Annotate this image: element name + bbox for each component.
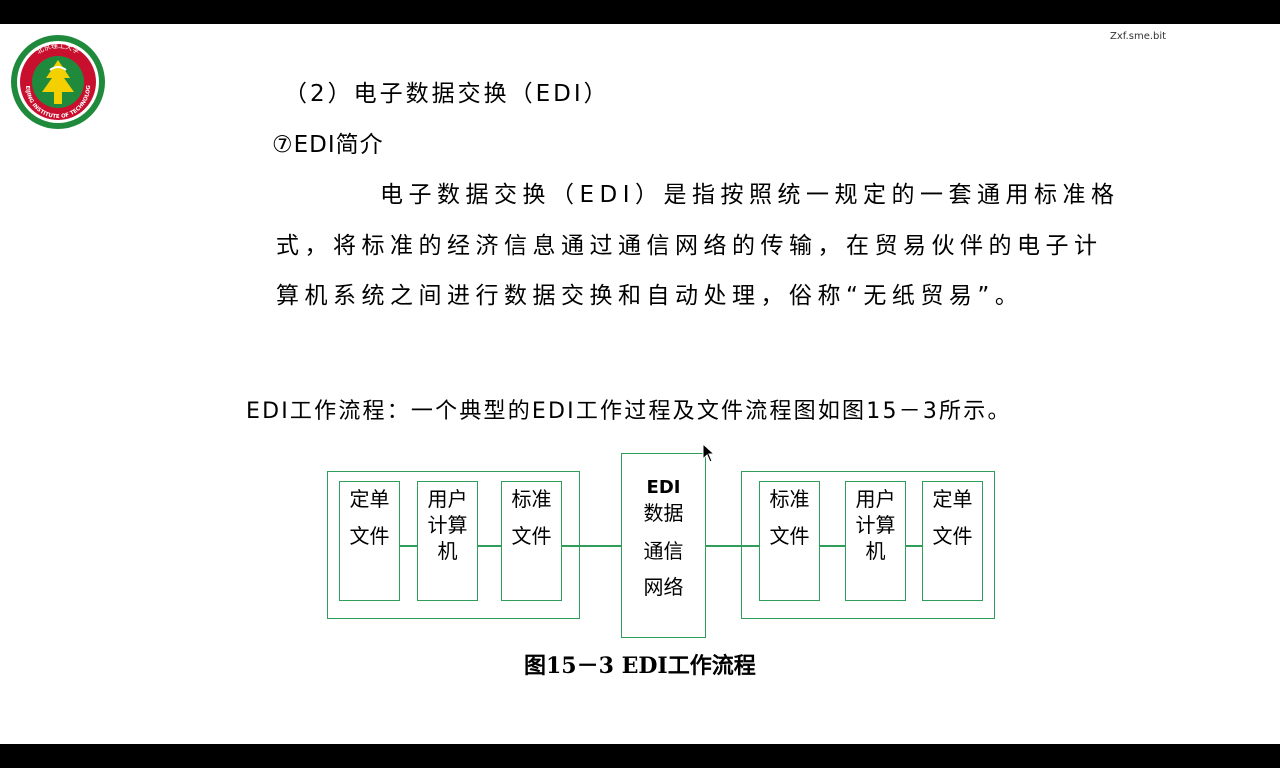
university-logo: 北京理工大学 BEIJING INSTITUTE OF TECHNOLOGY bbox=[10, 34, 105, 129]
slide-subheading: ⑦EDI简介 bbox=[272, 132, 384, 158]
cell-label: 计算 bbox=[427, 513, 468, 537]
connector-line bbox=[560, 545, 622, 547]
connector-line bbox=[398, 545, 418, 547]
cell-label: 标准 bbox=[769, 487, 810, 511]
mouse-cursor-icon bbox=[702, 443, 716, 463]
cell-label: 机 bbox=[865, 539, 886, 563]
figure-caption: 图15－3 EDI工作流程 bbox=[524, 653, 756, 679]
paragraph-line-3: 算机系统之间进行数据交换和自动处理，俗称“无纸贸易”。 bbox=[276, 283, 1024, 309]
connector-line bbox=[818, 545, 846, 547]
cell-label: 通信 bbox=[643, 539, 684, 563]
watermark: Zxf.sme.bit bbox=[1110, 31, 1167, 42]
cell-label: 文件 bbox=[511, 524, 552, 548]
cell-label: 定单 bbox=[932, 487, 973, 511]
cell-label: 文件 bbox=[769, 524, 810, 548]
sender-standard-file-box: 标准 文件 bbox=[501, 481, 562, 601]
cell-label: 网络 bbox=[643, 575, 684, 599]
receiver-group-frame bbox=[741, 471, 995, 619]
cell-label: EDI bbox=[646, 477, 681, 498]
sender-group-frame bbox=[327, 471, 580, 619]
connector-line bbox=[904, 545, 923, 547]
sender-user-computer-box: 用户 计算 机 bbox=[417, 481, 478, 601]
letterbox-bottom bbox=[0, 744, 1280, 768]
sender-order-file-box: 定单 文件 bbox=[339, 481, 400, 601]
connector-line bbox=[704, 545, 760, 547]
cell-label: 标准 bbox=[511, 487, 552, 511]
letterbox-top bbox=[0, 0, 1280, 24]
receiver-standard-file-box: 标准 文件 bbox=[759, 481, 820, 601]
slide-heading: （2）电子数据交换（EDI） bbox=[284, 81, 610, 107]
cell-label: 计算 bbox=[855, 513, 896, 537]
edi-network-box: EDI 数据 通信 网络 bbox=[621, 453, 706, 638]
paragraph-line-1: 电子数据交换（EDI）是指按照统一规定的一套通用标准格 bbox=[380, 182, 1120, 208]
cell-label: 文件 bbox=[349, 524, 390, 548]
cell-label: 数据 bbox=[643, 501, 684, 525]
flow-intro: EDI工作流程：一个典型的EDI工作过程及文件流程图如图15－3所示。 bbox=[246, 399, 1012, 424]
cell-label: 文件 bbox=[932, 524, 973, 548]
receiver-order-file-box: 定单 文件 bbox=[922, 481, 983, 601]
cell-label: 用户 bbox=[427, 487, 468, 511]
receiver-user-computer-box: 用户 计算 机 bbox=[845, 481, 906, 601]
cell-label: 机 bbox=[437, 539, 458, 563]
cell-label: 定单 bbox=[349, 487, 390, 511]
cell-label: 用户 bbox=[855, 487, 896, 511]
connector-line bbox=[476, 545, 502, 547]
paragraph-line-2: 式，将标准的经济信息通过通信网络的传输，在贸易伙伴的电子计 bbox=[276, 233, 1103, 259]
